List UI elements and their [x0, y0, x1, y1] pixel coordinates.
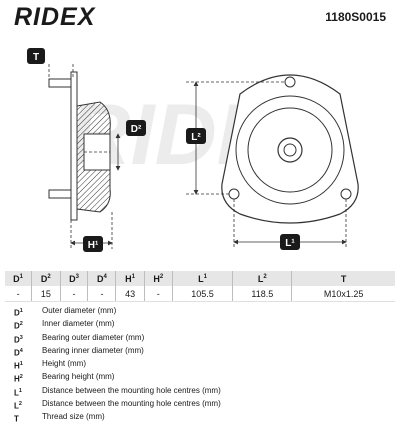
legend-text: Bearing height (mm)	[42, 372, 115, 382]
legend-text: Height (mm)	[42, 359, 87, 368]
label-box-l2	[186, 128, 206, 144]
label-thread: T	[33, 52, 39, 63]
label-hole-distance-2: L²	[191, 132, 201, 143]
col-d2: D2	[31, 271, 61, 286]
legend-text: Bearing inner diameter (mm)	[42, 345, 144, 355]
top-view: L² L¹	[186, 74, 359, 250]
label-box-h1	[83, 236, 103, 252]
value-d1: -	[5, 286, 33, 302]
value-d2: 15	[31, 286, 61, 302]
lower-stud	[48, 189, 74, 199]
label-inner-diameter: D²	[131, 124, 142, 135]
value-h2: -	[144, 286, 173, 302]
value-l2: 118.5	[232, 286, 293, 302]
label-box-d2	[126, 120, 146, 136]
mounting-hole-top	[284, 76, 296, 88]
header-bar: RIDEX 1180S0015	[0, 0, 400, 34]
legend-text: Distance between the mounting hole centr…	[42, 385, 221, 395]
label-box-t	[27, 48, 45, 64]
mounting-hole-left	[228, 188, 240, 200]
technical-drawing: RIDEX T D² H¹	[27, 48, 359, 252]
legend-text: Outer diameter (mm)	[42, 306, 117, 315]
col-t: T	[291, 271, 395, 286]
part-number: 1180S0015	[325, 10, 386, 24]
legend-text: Distance between the mounting hole centr…	[42, 398, 221, 408]
legend-text: Inner diameter (mm)	[42, 319, 115, 329]
specs-value-row: - 15 - - 43 - 105.5 118.5 M10x1.25	[5, 286, 395, 302]
label-height: H¹	[88, 240, 99, 251]
col-h2: H2	[144, 271, 173, 286]
col-d3: D3	[60, 271, 89, 286]
label-box-l1	[280, 234, 300, 250]
col-l1: L1	[172, 271, 234, 286]
label-hole-distance-1: L¹	[285, 238, 295, 249]
mounting-hole-right	[340, 188, 352, 200]
value-l1: 105.5	[172, 286, 234, 302]
side-view: T D² H¹	[27, 48, 146, 252]
value-h1: 43	[115, 286, 145, 302]
flange-plate	[70, 71, 78, 221]
col-d4: D4	[87, 271, 117, 286]
specs-table: D1 D2 D3 D4 H1 H2 L1 L2 T - 15 - - 43 - …	[5, 271, 395, 302]
legend-text: Thread size (mm)	[42, 412, 105, 421]
thread-stud	[48, 78, 74, 88]
value-d4: -	[87, 286, 117, 302]
specs-header-row: D1 D2 D3 D4 H1 H2 L1 L2 T	[5, 271, 395, 286]
legend-text: Bearing outer diameter (mm)	[42, 332, 145, 342]
value-d3: -	[60, 286, 89, 302]
brand-logo: RIDEX	[14, 2, 96, 31]
col-d1: D1	[5, 271, 33, 286]
value-t: M10x1.25	[291, 286, 395, 302]
col-l2: L2	[232, 271, 293, 286]
col-h1: H1	[115, 271, 145, 286]
